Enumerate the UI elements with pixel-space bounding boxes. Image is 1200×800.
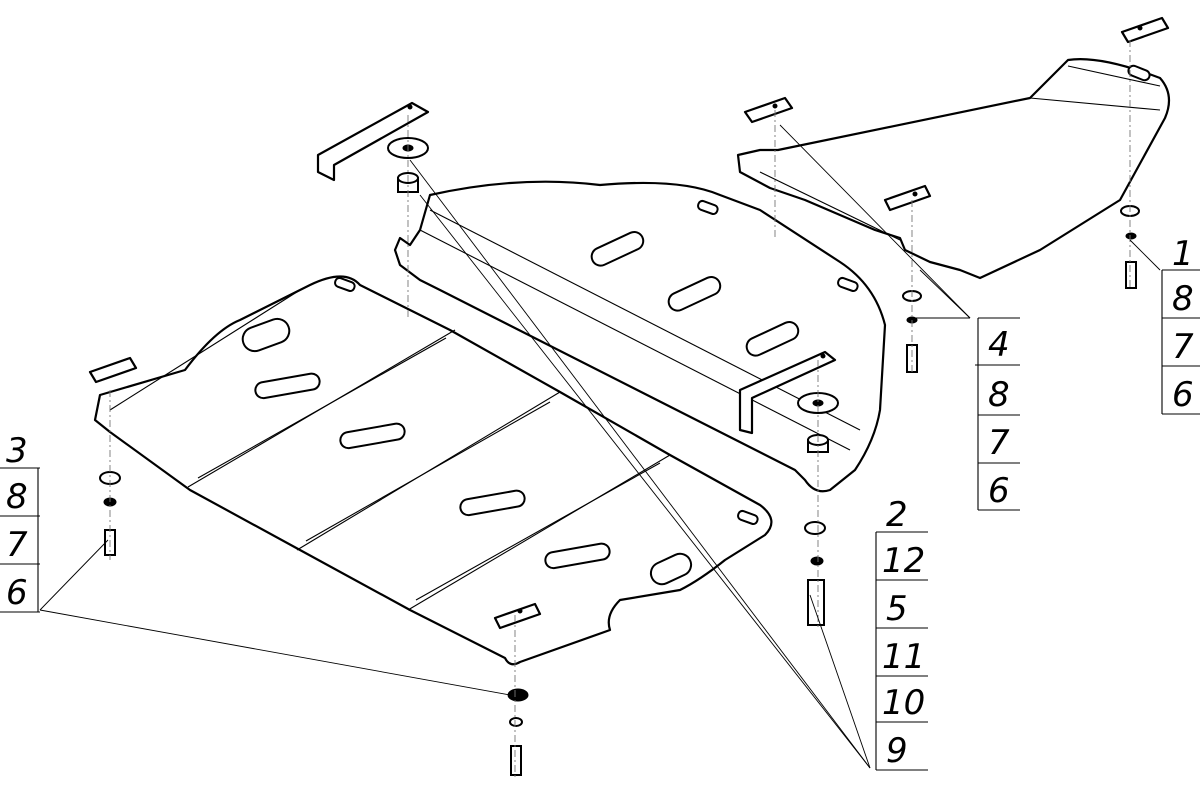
clip-plate-right-top bbox=[1120, 16, 1170, 44]
callout-4-label-3: 6 bbox=[988, 471, 1010, 511]
washer-set-bottom bbox=[507, 688, 529, 776]
callout-4-label-0: 4 bbox=[988, 325, 1010, 365]
callout-2-label-1: 12 bbox=[882, 541, 925, 581]
callout-2-label-0: 2 bbox=[886, 495, 908, 535]
callout-group-2: 2 12 5 11 10 9 bbox=[875, 495, 928, 771]
callout-group-4: 4 8 7 6 bbox=[975, 317, 1020, 511]
callout-2-label-3: 11 bbox=[882, 637, 925, 677]
washer-set-left bbox=[99, 471, 121, 556]
callout-2-label-4: 10 bbox=[882, 683, 925, 723]
bracket-left-upper bbox=[316, 101, 430, 182]
callout-4-label-1: 8 bbox=[988, 375, 1010, 415]
washer-set-middle bbox=[804, 521, 826, 626]
callout-4-label-2: 7 bbox=[988, 423, 1010, 463]
right-guard-plate bbox=[736, 58, 1171, 280]
callout-1-label-2: 7 bbox=[1172, 327, 1194, 367]
callout-1-label-1: 8 bbox=[1172, 279, 1194, 319]
callout-3-label-3: 6 bbox=[6, 573, 28, 613]
leader-lines bbox=[39, 124, 1161, 769]
assembly-axes bbox=[109, 40, 1131, 780]
clip-plate-right-mid bbox=[743, 96, 794, 124]
callout-3-label-2: 7 bbox=[6, 525, 28, 565]
clip-plate-right-low bbox=[883, 184, 932, 212]
callout-2-label-2: 5 bbox=[886, 589, 908, 629]
callout-2-label-5: 9 bbox=[886, 731, 908, 771]
clip-plate-bottom bbox=[493, 602, 542, 630]
callout-1-label-3: 6 bbox=[1172, 375, 1194, 415]
callout-3-label-0: 3 bbox=[6, 431, 28, 471]
bracket-right bbox=[738, 350, 837, 435]
callout-3-label-1: 8 bbox=[6, 477, 28, 517]
callout-group-3: 3 8 7 6 bbox=[0, 431, 40, 613]
middle-guard-plate bbox=[393, 180, 887, 493]
callout-1-label-0: 1 bbox=[1172, 234, 1194, 274]
clip-plate-left bbox=[88, 356, 138, 384]
front-guard-plate bbox=[93, 275, 773, 666]
callout-group-1: 1 8 7 6 bbox=[1161, 234, 1200, 415]
